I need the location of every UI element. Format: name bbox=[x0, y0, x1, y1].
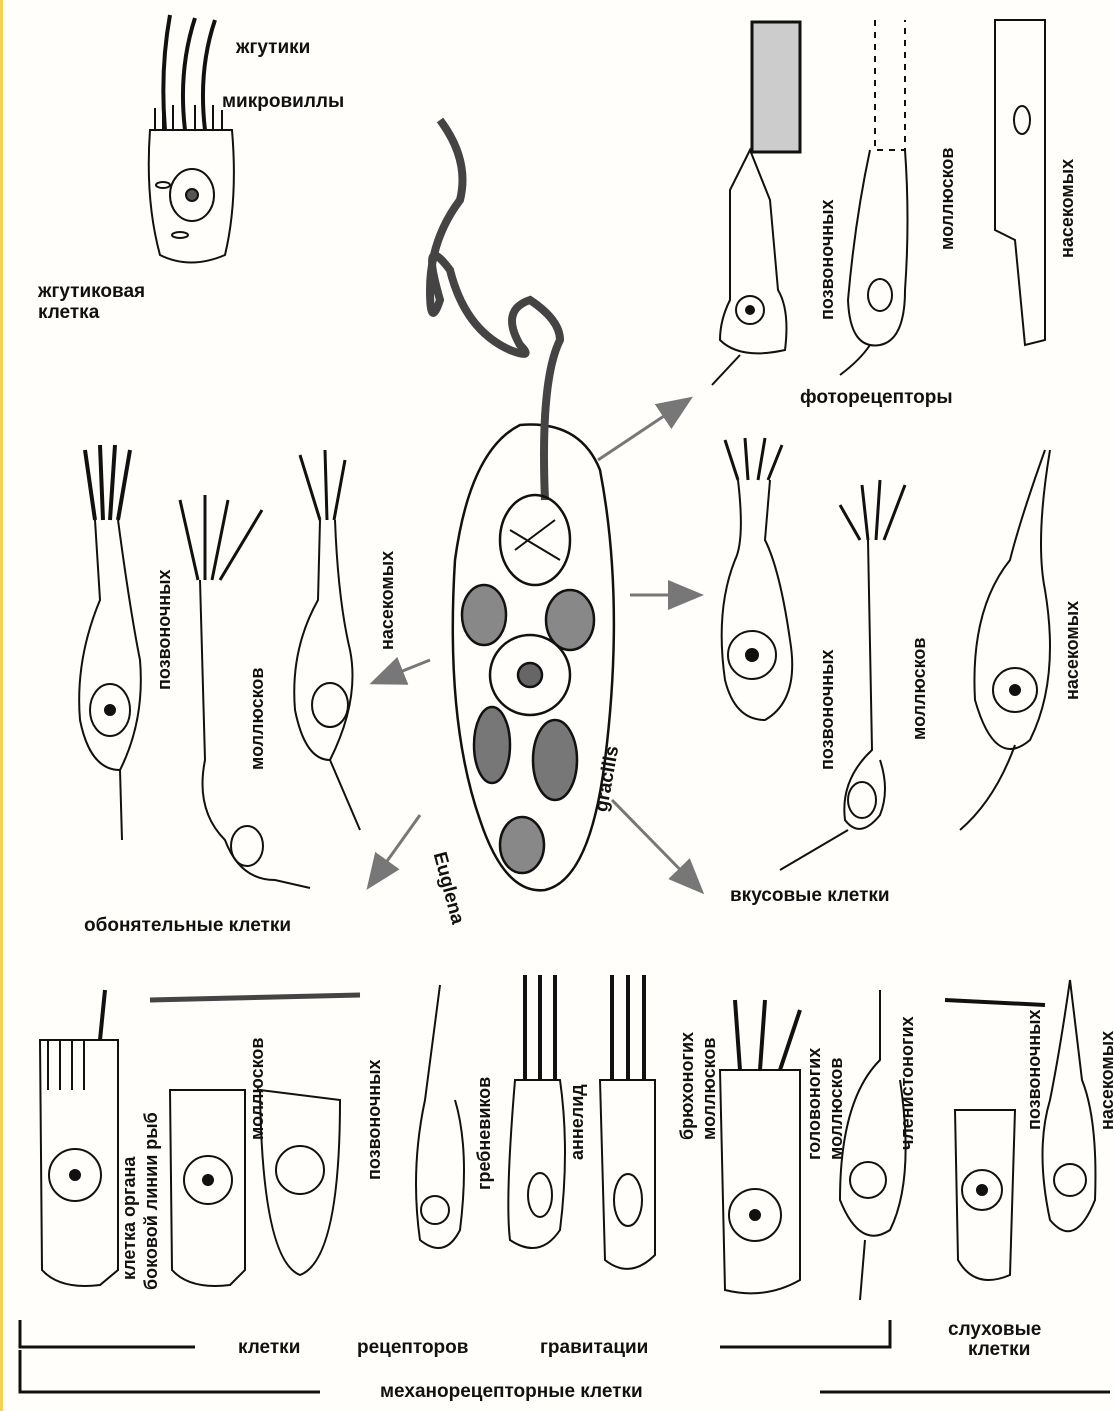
lateral-line-label-1: клетка органа bbox=[120, 1157, 138, 1280]
aud-insects-label: насекомых bbox=[1098, 1031, 1114, 1130]
taste-cells bbox=[722, 438, 1050, 870]
taste-mollusks-label: моллюсков bbox=[910, 638, 928, 740]
flagellate-cell-label: жгутиковая клетка bbox=[38, 282, 198, 324]
photoreceptor-cells bbox=[712, 20, 1045, 385]
gravity-label-word1: клетки bbox=[238, 1338, 300, 1357]
gastropods-label-2: моллюсков bbox=[700, 1038, 718, 1140]
olfactory-cells bbox=[79, 445, 360, 888]
olf-insects-label: насекомых bbox=[378, 551, 396, 650]
mech-mollusks-label: моллюсков bbox=[248, 1038, 266, 1140]
gravity-label-word3: гравитации bbox=[540, 1338, 648, 1357]
photo-insects-label: насекомых bbox=[1058, 159, 1076, 258]
ctenophores-label: гребневиков bbox=[475, 1077, 493, 1190]
olfactory-title: обонятельные клетки bbox=[84, 916, 291, 935]
mechanoreceptor-title: механорецепторные клетки bbox=[380, 1382, 643, 1401]
euglena-cell bbox=[430, 120, 614, 890]
olf-mollusks-label: моллюсков bbox=[248, 668, 266, 770]
photo-mollusks-label: моллюсков bbox=[938, 148, 956, 250]
auditory-label-line1: слуховые bbox=[948, 1320, 1041, 1339]
arthropods-label: членистоногих bbox=[898, 1016, 916, 1150]
mech-vertebrates-label: позвоночных bbox=[365, 1059, 383, 1180]
taste-title: вкусовые клетки bbox=[730, 886, 890, 905]
auditory-label-line2: клетки bbox=[968, 1340, 1030, 1359]
flagella-label: жгутики bbox=[236, 38, 310, 57]
taste-vertebrates-label: позвоночных bbox=[818, 649, 836, 770]
lateral-line-label-2: боковой линии рыб bbox=[142, 1112, 160, 1290]
cephalopods-label-1: головоногих bbox=[805, 1048, 823, 1160]
arrows bbox=[370, 400, 700, 890]
microvilli-label: микровиллы bbox=[222, 92, 344, 111]
taste-insects-label: насекомых bbox=[1063, 601, 1081, 700]
gastropods-label-1: брюхоногих bbox=[678, 1032, 696, 1140]
photoreceptors-title: фоторецепторы bbox=[800, 388, 953, 407]
cephalopods-label-2: моллюсков bbox=[827, 1058, 845, 1160]
photo-vertebrates-label: позвоночных bbox=[818, 199, 836, 320]
gravity-label-word2: рецепторов bbox=[357, 1338, 468, 1357]
annelids-label: аннелид bbox=[568, 1084, 586, 1160]
aud-vertebrates-label: позвоночных bbox=[1025, 1009, 1043, 1130]
flagellate-cell bbox=[149, 15, 234, 263]
olf-vertebrates-label: позвоночных bbox=[155, 569, 173, 690]
